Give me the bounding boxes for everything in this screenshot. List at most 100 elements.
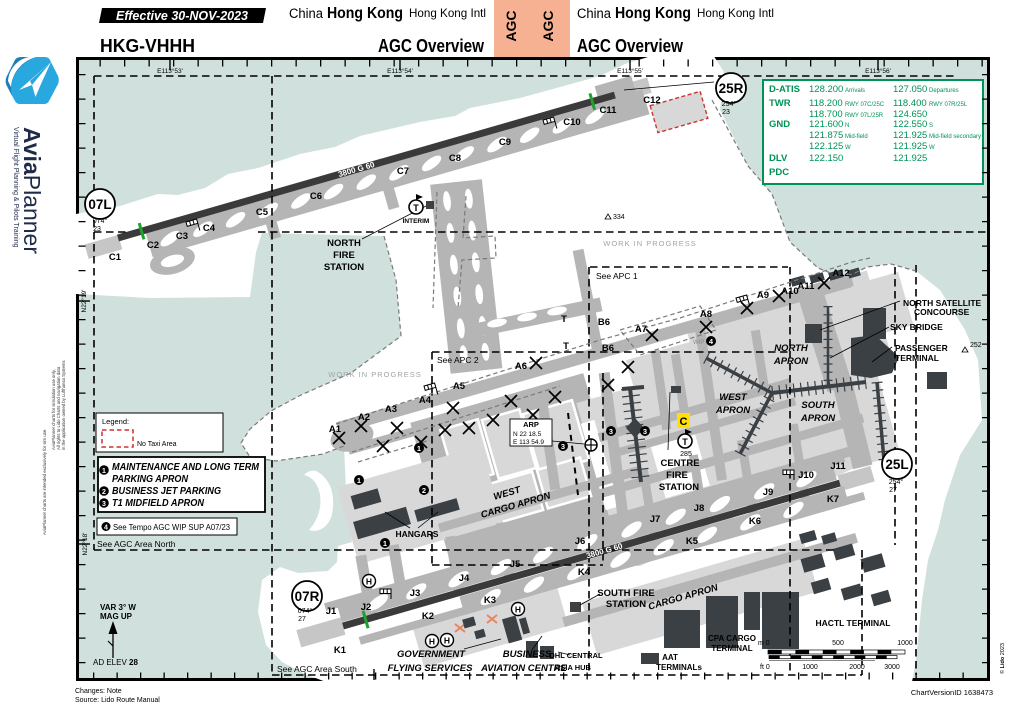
svg-text:118.200: 118.200 — [809, 98, 843, 109]
svg-text:SOUTH: SOUTH — [801, 400, 835, 411]
svg-text:1000: 1000 — [802, 664, 818, 671]
svg-text:J5: J5 — [510, 559, 521, 570]
svg-text:AVIATION CENTRE: AVIATION CENTRE — [480, 663, 567, 674]
svg-text:C3: C3 — [176, 231, 188, 242]
svg-text:Mid-field: Mid-field — [845, 134, 868, 140]
svg-text:AD ELEV 28: AD ELEV 28 — [93, 658, 138, 667]
svg-text:A8: A8 — [700, 309, 712, 320]
svg-text:121.925: 121.925 — [893, 141, 927, 152]
svg-text:GOVERNMENT: GOVERNMENT — [397, 649, 466, 660]
svg-text:25R: 25R — [719, 81, 744, 96]
svg-text:121.925: 121.925 — [893, 153, 927, 164]
svg-text:STATION: STATION — [606, 599, 646, 610]
svg-text:C11: C11 — [600, 105, 618, 116]
svg-text:Virtual Flight Planning & Pilo: Virtual Flight Planning & Pilots Trainin… — [12, 127, 19, 248]
svg-text:T: T — [682, 437, 688, 447]
svg-text:C1: C1 — [109, 252, 122, 263]
svg-text:MAG UP: MAG UP — [100, 612, 133, 621]
svg-text:C7: C7 — [397, 166, 409, 177]
svg-text:E113°56': E113°56' — [865, 67, 891, 75]
svg-text:m 0: m 0 — [758, 640, 770, 647]
svg-text:1: 1 — [102, 468, 106, 475]
svg-text:3: 3 — [609, 427, 613, 436]
svg-text:122.550: 122.550 — [893, 119, 927, 130]
svg-text:China: China — [289, 6, 323, 21]
svg-text:E113°54': E113°54' — [387, 67, 413, 75]
svg-text:CPA CARGO: CPA CARGO — [708, 634, 756, 643]
svg-text:GND: GND — [769, 119, 790, 130]
svg-text:J4: J4 — [459, 573, 470, 584]
svg-text:AviaPlanner: AviaPlanner — [19, 127, 45, 254]
svg-text:Mid-field secondary: Mid-field secondary — [929, 134, 981, 140]
svg-text:122.125: 122.125 — [809, 141, 843, 152]
svg-text:07L: 07L — [88, 197, 111, 212]
svg-text:NORTH: NORTH — [774, 343, 809, 354]
svg-text:1: 1 — [383, 539, 387, 548]
svg-text:27: 27 — [889, 487, 897, 494]
svg-text:C8: C8 — [449, 153, 461, 164]
svg-text:PASSENGER: PASSENGER — [895, 343, 948, 353]
svg-text:3: 3 — [643, 427, 647, 436]
svg-text:W: W — [845, 145, 851, 151]
svg-text:FIRE: FIRE — [333, 250, 355, 261]
svg-text:FLYING SERVICES: FLYING SERVICES — [388, 663, 473, 674]
svg-text:RWY 07R/25L: RWY 07R/25L — [929, 102, 968, 108]
svg-text:K7: K7 — [827, 494, 839, 505]
svg-text:121.875: 121.875 — [809, 130, 843, 141]
svg-text:HKG-VHHH: HKG-VHHH — [100, 36, 195, 56]
svg-text:ft 0: ft 0 — [760, 664, 770, 671]
svg-text:H: H — [515, 605, 521, 615]
svg-text:K2: K2 — [422, 611, 434, 622]
svg-text:128.200: 128.200 — [809, 84, 843, 95]
svg-text:3: 3 — [561, 442, 565, 451]
svg-text:1: 1 — [357, 476, 361, 485]
svg-text:2: 2 — [422, 486, 426, 495]
svg-text:1: 1 — [417, 444, 421, 453]
svg-text:334: 334 — [613, 214, 625, 221]
svg-text:TERMINALs: TERMINALs — [656, 663, 702, 672]
svg-text:DLV: DLV — [769, 153, 788, 164]
svg-text:118.700: 118.700 — [809, 109, 843, 120]
svg-text:PARKING APRON: PARKING APRON — [112, 473, 188, 485]
svg-text:WORK IN PROGRESS: WORK IN PROGRESS — [328, 370, 422, 379]
svg-text:in the application owned by Lu: in the application owned by Lufthansa Sy… — [61, 360, 66, 450]
svg-text:23: 23 — [722, 109, 730, 116]
svg-text:254°: 254° — [722, 100, 737, 108]
svg-text:ChartVersionID 1638473: ChartVersionID 1638473 — [911, 688, 993, 697]
svg-text:Source: Lido Route Manual: Source: Lido Route Manual — [75, 697, 160, 704]
svg-text:PDC: PDC — [769, 167, 789, 178]
svg-text:285: 285 — [680, 451, 692, 458]
svg-text:BUSINESS: BUSINESS — [503, 649, 552, 660]
svg-text:SOUTH FIRE: SOUTH FIRE — [597, 588, 655, 599]
svg-text:H: H — [366, 577, 372, 587]
svg-text:07R: 07R — [295, 589, 320, 604]
svg-text:C4: C4 — [203, 223, 216, 234]
svg-text:BUSINESS JET PARKING: BUSINESS JET PARKING — [112, 485, 221, 497]
svg-text:A4: A4 — [419, 395, 432, 406]
svg-text:3000: 3000 — [884, 664, 900, 671]
svg-text:ARP: ARP — [523, 420, 539, 429]
svg-text:Legend:: Legend: — [102, 417, 129, 426]
svg-text:A7: A7 — [635, 324, 647, 335]
svg-text:Effective 30-NOV-2023: Effective 30-NOV-2023 — [116, 9, 248, 23]
svg-text:E113°53': E113°53' — [157, 67, 183, 75]
svg-text:WORK IN PROGRESS: WORK IN PROGRESS — [603, 239, 697, 248]
svg-text:SKY BRIDGE: SKY BRIDGE — [890, 322, 943, 332]
svg-text:127.050: 127.050 — [893, 84, 927, 95]
svg-text:AGC Overview: AGC Overview — [577, 36, 684, 56]
svg-text:FIRE: FIRE — [666, 470, 688, 481]
svg-text:MAINTENANCE AND LONG TERM: MAINTENANCE AND LONG TERM — [112, 461, 259, 473]
svg-text:23: 23 — [93, 226, 101, 233]
svg-text:HANGARS: HANGARS — [396, 529, 439, 539]
svg-text:CONCOURSE: CONCOURSE — [914, 307, 970, 317]
svg-text:122.150: 122.150 — [809, 153, 843, 164]
svg-text:Departures: Departures — [929, 88, 959, 94]
svg-text:C9: C9 — [499, 137, 511, 148]
svg-text:J11: J11 — [830, 461, 846, 472]
svg-text:2: 2 — [102, 489, 106, 496]
svg-text:C10: C10 — [563, 117, 580, 128]
svg-text:K1: K1 — [334, 645, 347, 656]
svg-text:B6: B6 — [602, 343, 614, 354]
svg-text:W: W — [929, 145, 935, 151]
svg-text:T: T — [413, 203, 419, 213]
